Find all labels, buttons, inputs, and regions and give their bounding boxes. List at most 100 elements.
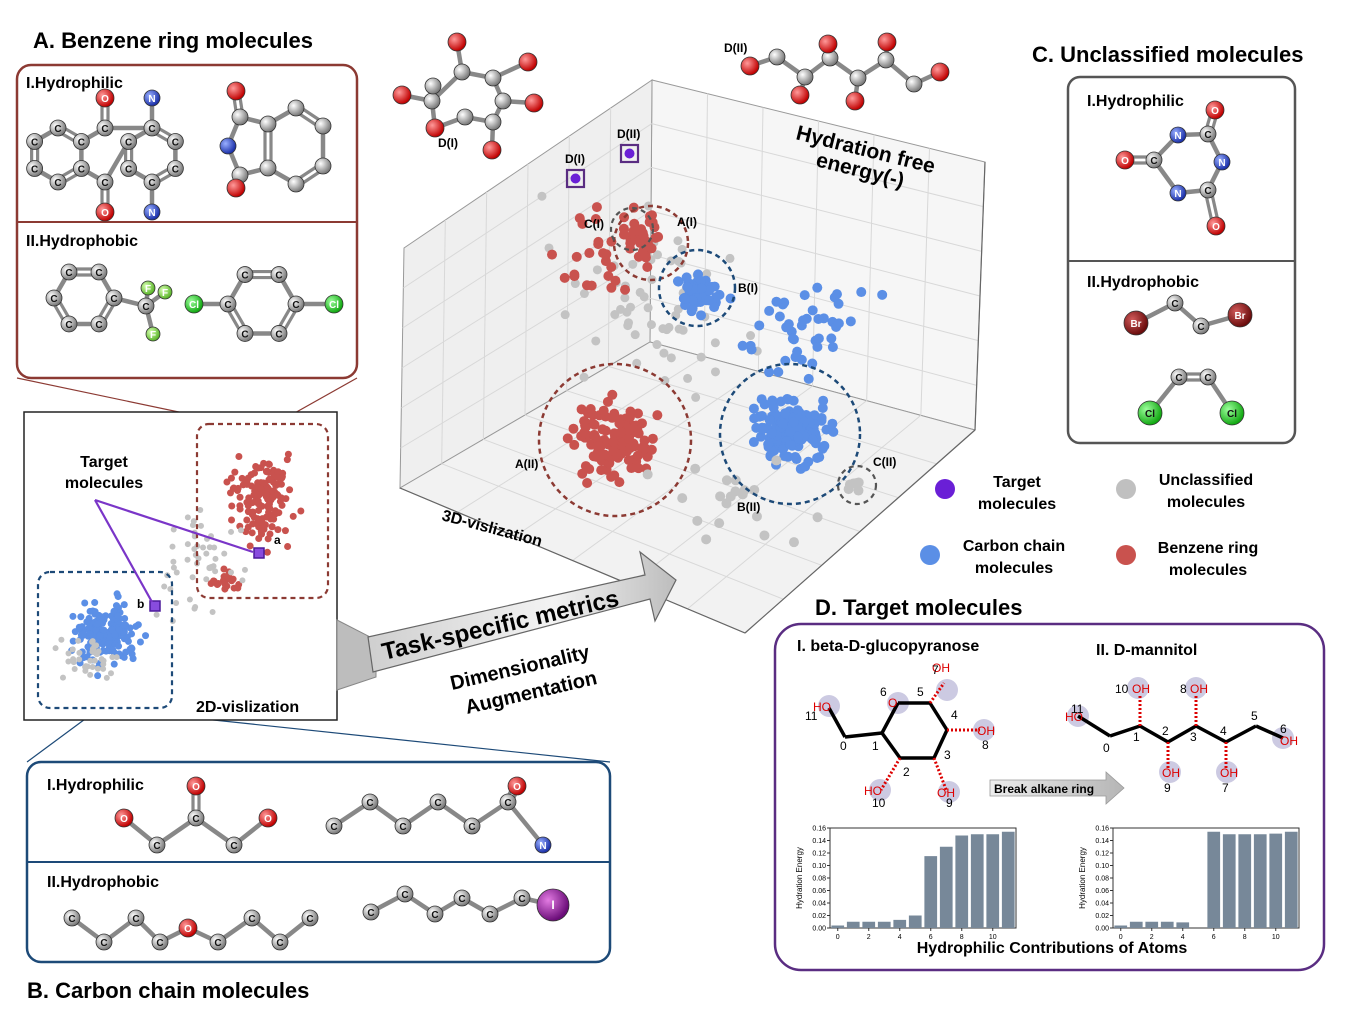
atom-highlight	[1216, 761, 1238, 783]
point-unclassified	[184, 556, 191, 563]
point-unclassified	[701, 534, 712, 545]
atom-label: C	[153, 841, 160, 852]
cluster-3d-b1	[657, 248, 737, 328]
bond	[932, 729, 949, 759]
atom-highlight	[938, 781, 960, 803]
point-benzene	[576, 404, 587, 415]
point-carbon	[748, 437, 759, 448]
atom-label: C	[101, 178, 108, 189]
atom-c	[877, 51, 895, 69]
bond	[880, 731, 902, 760]
atom-label: C	[192, 814, 199, 825]
bar-6	[1207, 831, 1221, 928]
xtick-label: 2	[1150, 934, 1154, 941]
atom-c	[426, 905, 444, 923]
bond	[1225, 724, 1257, 744]
point-benzene	[210, 577, 218, 585]
atom-c	[768, 48, 786, 66]
atom-c	[187, 809, 205, 827]
panel-c-hydrophilic-label: I.Hydrophilic	[1087, 93, 1184, 110]
molecule-mannitol-3d-icon	[740, 32, 950, 111]
atom-o	[790, 85, 810, 105]
point-carbon	[807, 434, 818, 445]
atom-c	[849, 69, 867, 87]
label-b2: B(II)	[737, 500, 760, 514]
atom-label: F	[145, 284, 151, 295]
bond	[1077, 714, 1111, 738]
scatter-2d-label: 2D-vislization	[196, 699, 299, 716]
atom-label: C	[241, 329, 248, 340]
point-unclassified	[642, 469, 653, 480]
atom-n	[1213, 153, 1231, 171]
atom-label: C	[504, 798, 511, 809]
atom-label: C	[1171, 299, 1178, 310]
atom-label: C	[275, 271, 282, 282]
point-unclassified	[692, 515, 703, 526]
atom-label: C	[172, 165, 179, 176]
atom-label: I	[551, 898, 554, 912]
point-unclassified	[200, 544, 207, 551]
point-unclassified	[75, 637, 82, 644]
atom-c	[209, 933, 227, 951]
point-unclassified	[189, 574, 196, 581]
xtick-label: 8	[960, 934, 964, 941]
point-unclassified	[197, 507, 204, 514]
atom-label: C	[224, 300, 231, 311]
atom-label: OH	[932, 661, 950, 675]
atom-label: 4	[951, 708, 958, 722]
point-benzene	[626, 463, 637, 474]
chart-frame	[829, 827, 1017, 929]
point-benzene	[254, 515, 262, 523]
point-benzene	[231, 468, 239, 476]
point-carbon	[831, 289, 842, 300]
point-unclassified	[107, 670, 114, 677]
point-unclassified	[173, 599, 180, 606]
point-unclassified	[239, 577, 246, 584]
atom-o	[482, 140, 502, 160]
atom-c	[72, 133, 90, 150]
atom-label: 6	[880, 685, 887, 699]
atom-i	[536, 888, 570, 922]
atom-f	[140, 280, 156, 296]
legend-unclassified-swatch	[1116, 479, 1136, 499]
point-benzene	[579, 427, 590, 438]
point-carbon	[128, 645, 136, 653]
atom-c	[49, 119, 67, 137]
atom-o	[392, 85, 412, 105]
point-benzene	[270, 515, 278, 523]
atom-label: C	[54, 124, 61, 135]
bond	[880, 702, 900, 734]
point-unclassified	[751, 511, 762, 522]
atom-c	[453, 889, 471, 907]
xtick-label: 6	[1212, 934, 1216, 941]
point-carbon	[100, 626, 108, 634]
point-carbon	[703, 295, 714, 306]
point-carbon	[91, 599, 99, 607]
point-benzene	[623, 424, 634, 435]
point-unclassified	[610, 310, 620, 320]
point-benzene	[267, 496, 275, 504]
point-carbon	[756, 394, 767, 405]
atom-highlight	[818, 695, 840, 717]
point-unclassified	[69, 646, 76, 653]
point-benzene	[625, 406, 636, 417]
atom-label: C	[1204, 130, 1211, 141]
atom-o	[226, 178, 246, 198]
atom-c	[1199, 181, 1217, 199]
point-unclassified	[788, 537, 799, 548]
point-benzene	[640, 241, 651, 252]
ytick-label: 0.08	[1095, 876, 1109, 883]
point-carbon	[791, 454, 802, 465]
point-unclassified	[228, 569, 235, 576]
atom-o	[845, 91, 865, 111]
bond	[506, 800, 545, 847]
point-unclassified	[635, 287, 645, 297]
panel-d-mol1-title: I. beta-D-glucopyranose	[797, 638, 979, 655]
point-unclassified	[173, 569, 180, 576]
break-ring-label: Break alkane ring	[994, 782, 1094, 796]
legend-carbon-line1: Carbon chain	[963, 538, 1065, 555]
molecule-glucopyranose-3d-icon	[392, 32, 544, 160]
point-benzene	[602, 396, 613, 407]
